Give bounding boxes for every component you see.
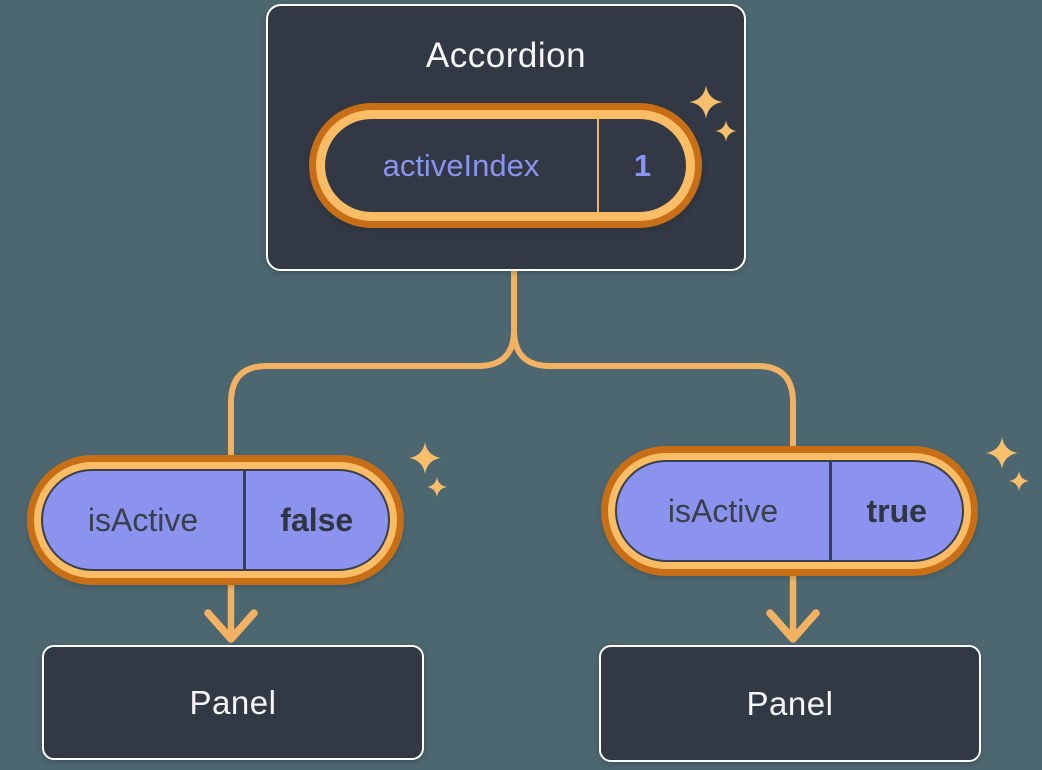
- state-name-label: activeIndex: [382, 147, 540, 183]
- accordion-component-box: Accordion activeIndex 1: [266, 4, 746, 271]
- prop-pill-core: isActive false: [41, 469, 390, 571]
- panel-component-box-right: Panel: [599, 645, 981, 762]
- prop-pill-core: isActive true: [615, 460, 964, 562]
- arrow-head-right: [766, 609, 820, 643]
- prop-pill-isactive-true: isActive true: [601, 446, 978, 576]
- prop-name-label: isActive: [667, 492, 779, 529]
- pill-divider: [243, 471, 246, 569]
- state-pill: activeIndex 1: [309, 103, 702, 228]
- prop-value: true: [866, 492, 927, 529]
- panel-title: Panel: [746, 684, 834, 722]
- sparkle-icon: [986, 437, 1029, 491]
- state-pill-inner-ring: activeIndex 1: [316, 110, 695, 221]
- pill-divider: [597, 119, 599, 212]
- sparkle-icon: [409, 442, 447, 497]
- state-pill-core: activeIndex 1: [325, 119, 686, 212]
- state-value: 1: [633, 147, 652, 183]
- prop-pill-isactive-false: isActive false: [27, 455, 404, 585]
- prop-name-label: isActive: [87, 501, 199, 538]
- prop-pill-inner-ring: isActive false: [34, 462, 397, 578]
- connector-root-to-right-pill: [511, 270, 796, 450]
- panel-title: Panel: [189, 683, 277, 721]
- connector-root-to-left-pill: [228, 270, 517, 460]
- pill-divider: [829, 462, 832, 560]
- prop-pill-inner-ring: isActive true: [608, 453, 971, 569]
- component-title: Accordion: [425, 36, 587, 75]
- prop-value: false: [280, 501, 354, 538]
- panel-component-box-left: Panel: [42, 645, 424, 760]
- arrow-head-left: [204, 609, 258, 643]
